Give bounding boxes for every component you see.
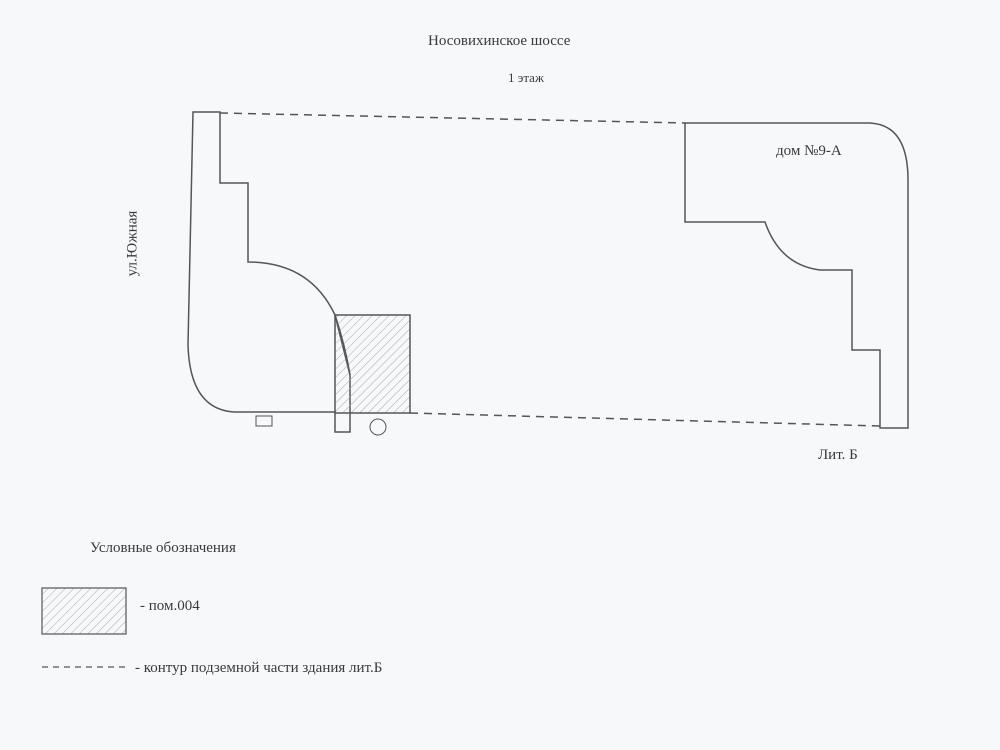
legend-room-label: - пом.004 — [140, 598, 200, 614]
bottom-dashed-contour — [409, 412, 881, 427]
entrance-marker — [369, 418, 387, 436]
left-building-outline — [187, 111, 351, 433]
right-building-outline — [684, 122, 909, 429]
top-dashed-contour — [219, 112, 686, 124]
legend-contour-label: - контур подземной части здания лит.Б — [135, 660, 383, 676]
room-004 — [334, 314, 411, 414]
street-top-label: Носовихинское шоссе — [428, 33, 571, 49]
small-marker — [255, 415, 273, 427]
legend-room-swatch — [41, 587, 127, 635]
legend-title: Условные обозначения — [90, 540, 236, 556]
lit-label: Лит. Б — [818, 447, 858, 463]
floor-label: 1 этаж — [508, 70, 544, 85]
building-label: дом №9-А — [776, 143, 842, 159]
street-left-label: ул.Южная — [124, 210, 141, 277]
